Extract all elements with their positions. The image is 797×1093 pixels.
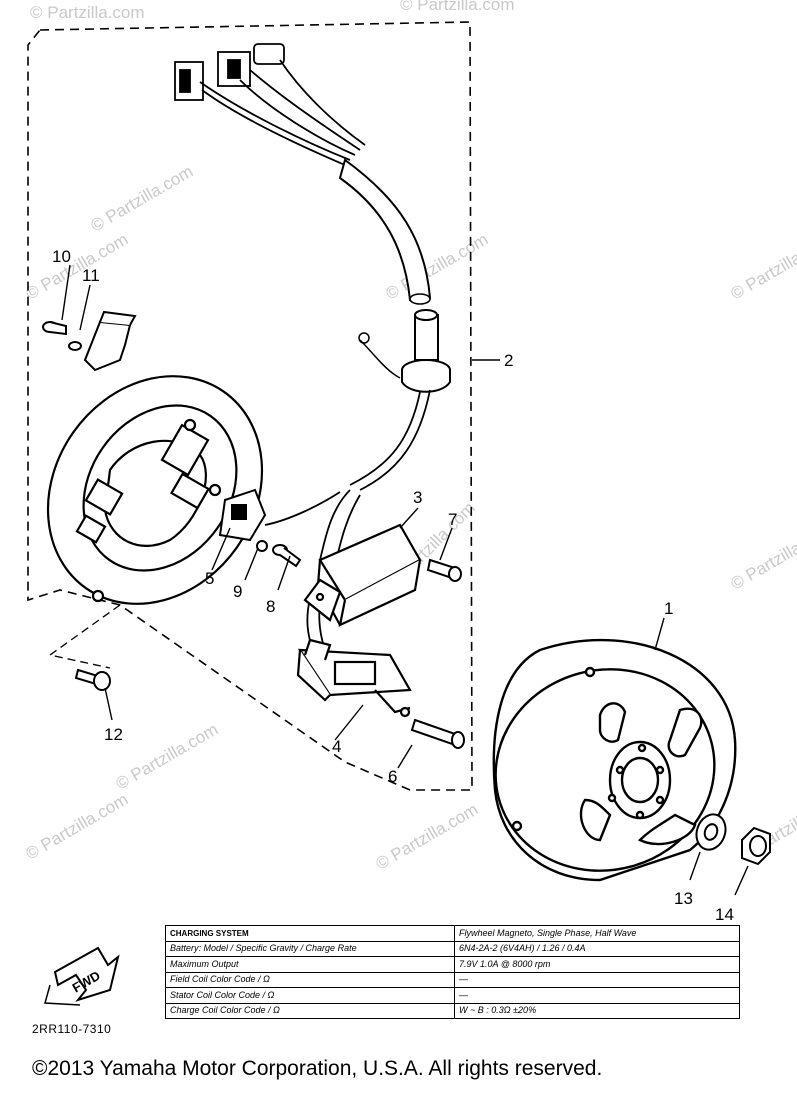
wire-clamp-bracket <box>83 310 137 372</box>
charge-coil-3 <box>303 523 422 627</box>
screw-10 <box>42 321 82 351</box>
watermark: © Partzilla.com <box>23 230 132 304</box>
flywheel-rotor-1 <box>492 638 737 882</box>
table-row: Maximum Output 7.9V 1.0A @ 8000 rpm <box>165 956 740 973</box>
pickup-coil-5 <box>218 488 268 552</box>
screw-8 <box>272 544 302 568</box>
screw-12 <box>74 668 111 691</box>
callout-5: 5 <box>205 569 214 588</box>
watermark: © Partzilla.com <box>88 162 197 236</box>
spec-label: Charge Coil Color Code / Ω <box>165 1002 455 1019</box>
watermark: © Partzilla.com <box>728 230 797 304</box>
watermark: © Partzilla.com <box>113 720 222 794</box>
wire-connectors <box>174 43 366 169</box>
callout-13: 13 <box>674 889 693 908</box>
tube-end <box>409 293 431 305</box>
ground-terminal <box>358 332 370 344</box>
table-row: Field Coil Color Code / Ω — <box>165 971 740 988</box>
table-row: CHARGING SYSTEM Flywheel Magneto, Single… <box>165 925 740 942</box>
callout-2: 2 <box>504 351 513 370</box>
table-row: Battery: Model / Specific Gravity / Char… <box>165 940 740 957</box>
screw-6 <box>410 718 465 749</box>
spec-value: Flywheel Magneto, Single Phase, Half Wav… <box>454 925 740 942</box>
spec-value: — <box>454 971 740 988</box>
callout-9: 9 <box>233 582 242 601</box>
wire-harness-tube <box>338 158 432 302</box>
callout-4: 4 <box>332 737 341 756</box>
screw-7 <box>426 558 462 582</box>
nut-14 <box>741 826 771 866</box>
spec-label: Maximum Output <box>165 956 455 973</box>
spec-value: 7.9V 1.0A @ 8000 rpm <box>454 956 740 973</box>
spec-value: W ~ B : 0.3Ω ±20% <box>454 1002 740 1019</box>
part-callouts: 1 2 3 4 5 6 7 8 9 10 11 12 13 14 <box>52 247 734 924</box>
wire-grommet <box>401 309 451 393</box>
callout-11: 11 <box>82 266 100 285</box>
diagram-code: 2RR110-7310 <box>32 1022 112 1036</box>
spec-label: CHARGING SYSTEM <box>165 925 455 942</box>
watermark: © Partzilla.com <box>30 3 145 22</box>
coil-wires <box>264 389 431 651</box>
callout-6: 6 <box>388 767 397 786</box>
table-row: Stator Coil Color Code / Ω — <box>165 987 740 1004</box>
fwd-arrow-icon: FWD <box>44 946 120 1006</box>
stator-assembly-boundary <box>27 21 473 791</box>
spec-label: Battery: Model / Specific Gravity / Char… <box>165 940 455 957</box>
stator-base-plate <box>46 375 264 605</box>
watermark: © Partzilla.com <box>728 520 797 594</box>
copyright-notice: ©2013 Yamaha Motor Corporation, U.S.A. A… <box>32 1057 603 1080</box>
callout-12: 12 <box>104 725 123 744</box>
charging-system-spec-table: CHARGING SYSTEM Flywheel Magneto, Single… <box>165 925 740 1019</box>
callout-10: 10 <box>52 247 71 266</box>
callout-8: 8 <box>266 597 275 616</box>
washer-13 <box>695 813 727 851</box>
callout-7: 7 <box>448 510 457 529</box>
spec-value: — <box>454 987 740 1004</box>
callout-14: 14 <box>715 905 734 924</box>
source-coil-4 <box>296 638 412 718</box>
spec-label: Field Coil Color Code / Ω <box>165 971 455 988</box>
spec-value: 6N4-2A-2 (6V4AH) / 1.26 / 0.4A <box>454 940 740 957</box>
leader-line-12 <box>48 604 121 669</box>
watermark: © Partzilla.com <box>373 800 482 874</box>
callout-1: 1 <box>664 599 673 618</box>
spec-label: Stator Coil Color Code / Ω <box>165 987 455 1004</box>
table-row: Charge Coil Color Code / Ω W ~ B : 0.3Ω … <box>165 1002 740 1019</box>
watermark: © Partzilla.com <box>23 790 132 864</box>
leader-lines <box>61 264 749 896</box>
ground-wire <box>359 339 401 379</box>
watermark: © Partzilla.com <box>400 0 515 14</box>
callout-3: 3 <box>413 488 422 507</box>
